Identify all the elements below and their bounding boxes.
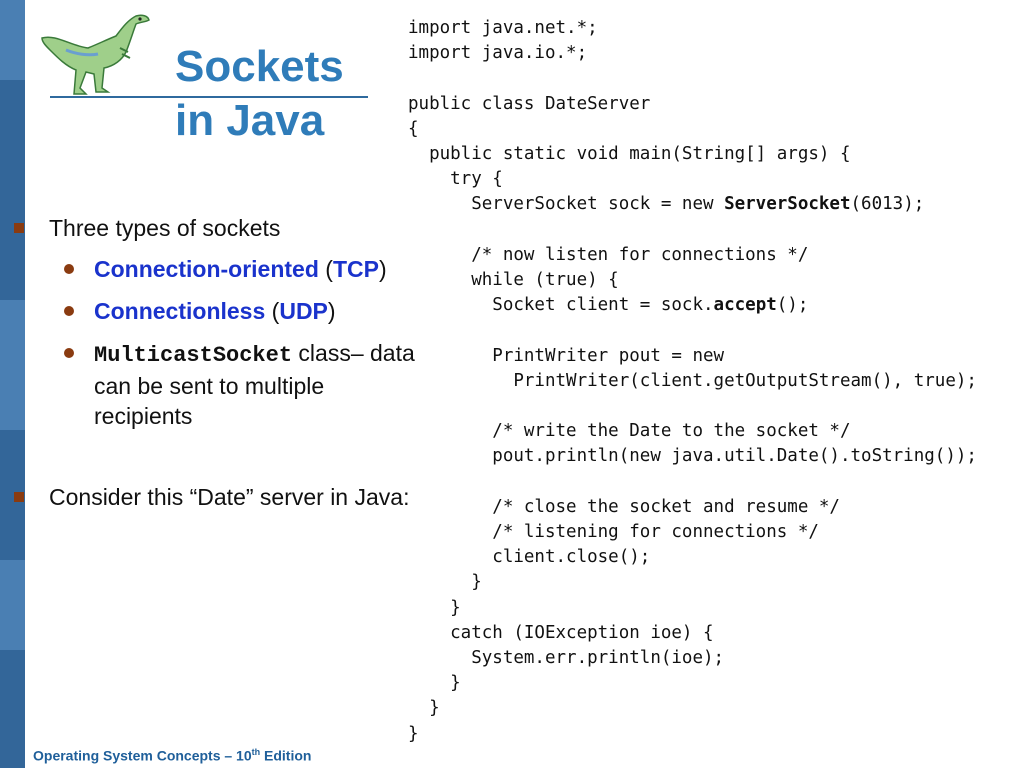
sub-bullet-strong: Connection-oriented [94, 256, 319, 282]
sub-bullet-strong: Connectionless [94, 298, 266, 324]
code-line: public static void main(String[] args) { [408, 144, 851, 165]
code-line: while (true) { [408, 270, 619, 291]
code-line: Socket client = sock. [408, 295, 714, 316]
code-line: catch (IOException ioe) { [408, 622, 714, 643]
footer-superscript: th [251, 747, 261, 757]
code-line: (6013); [850, 194, 925, 215]
side-bar-segment [0, 560, 25, 650]
left-side-bar [0, 0, 25, 768]
sub-bullet-code: MulticastSocket [94, 343, 293, 368]
bullet-text: Consider this “Date” server in Java: [49, 484, 410, 510]
side-bar-segment [0, 0, 25, 80]
code-line: } [408, 597, 461, 618]
bullet-item: Three types of sockets [14, 214, 424, 242]
code-line: /* listening for connections */ [408, 522, 819, 543]
round-bullet-icon [64, 348, 74, 358]
sub-bullet-item: MulticastSocket class– data can be sent … [14, 338, 424, 431]
code-line: } [408, 723, 419, 744]
sub-bullet-text: class– data can be sent to multiple reci… [94, 340, 415, 429]
code-line: } [408, 673, 461, 694]
round-bullet-icon [64, 306, 74, 316]
slide-title: Sockets in Java [175, 40, 395, 148]
code-line: pout.println(new java.util.Date().toStri… [408, 446, 977, 467]
code-line: client.close(); [408, 547, 651, 568]
dinosaur-logo-icon [41, 14, 150, 95]
bullet-text: Three types of sockets [49, 215, 281, 241]
sub-bullet-strong-2: UDP [279, 298, 328, 324]
code-line: } [408, 698, 440, 719]
sub-bullet-paren-close: ) [327, 298, 336, 324]
code-line: /* close the socket and resume */ [408, 496, 840, 517]
code-line: import java.io.*; [408, 43, 588, 64]
title-line-2: in Java [175, 96, 325, 145]
square-bullet-icon [14, 223, 24, 233]
sub-bullet-paren-open: ( [318, 256, 333, 282]
spacer [14, 443, 424, 483]
bullet-item: Consider this “Date” server in Java: [14, 483, 424, 511]
code-line: try { [408, 169, 503, 190]
code-line: import java.net.*; [408, 18, 598, 38]
title-underline [50, 96, 368, 98]
sub-bullet-strong-2: TCP [332, 256, 379, 282]
code-line: PrintWriter(client.getOutputStream(), tr… [408, 370, 977, 391]
sub-bullet-paren-open: ( [265, 298, 280, 324]
code-keyword: accept [713, 295, 777, 316]
round-bullet-icon [64, 264, 74, 274]
code-line: public class DateServer [408, 93, 651, 114]
code-line: /* write the Date to the socket */ [408, 421, 851, 442]
code-line: /* now listen for connections */ [408, 244, 809, 265]
java-code-listing: import java.net.*; import java.io.*; pub… [408, 16, 1008, 747]
code-line: { [408, 118, 419, 139]
side-bar-segment [0, 300, 25, 430]
title-line-1: Sockets [175, 42, 344, 91]
slide-footer: Operating System Concepts – 10th Edition [33, 747, 311, 764]
code-line: } [408, 572, 482, 593]
code-line: (); [776, 295, 809, 316]
sub-bullet-item: Connection-oriented (TCP) [14, 254, 424, 284]
code-line: ServerSocket sock = new [408, 194, 725, 215]
bullet-content: Three types of sockets Connection-orient… [14, 214, 424, 511]
square-bullet-icon [14, 492, 24, 502]
footer-text: Operating System Concepts – 10 [33, 747, 252, 764]
code-line: PrintWriter pout = new [408, 345, 725, 366]
sub-bullet-item: Connectionless (UDP) [14, 296, 424, 326]
code-keyword: ServerSocket [724, 194, 851, 215]
code-line: System.err.println(ioe); [408, 648, 725, 669]
footer-text-2: Edition [260, 747, 312, 764]
sub-bullet-list: Connection-oriented (TCP) Connectionless… [14, 254, 424, 431]
sub-bullet-paren-close: ) [378, 256, 387, 282]
